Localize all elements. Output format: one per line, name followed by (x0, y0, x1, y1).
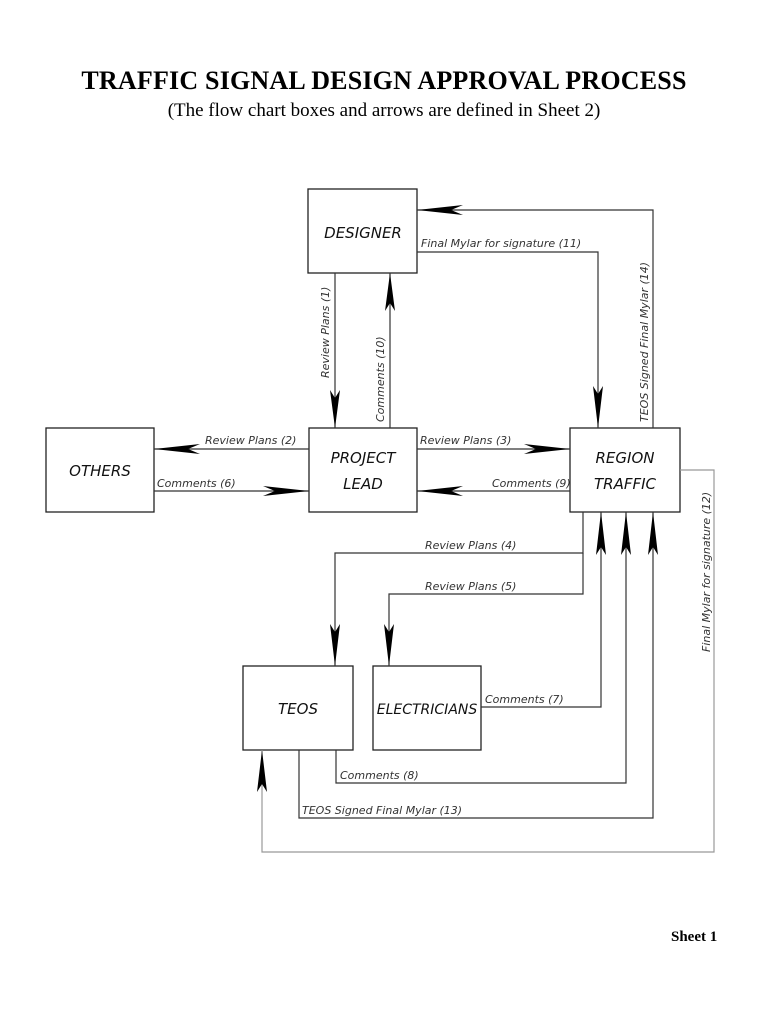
node-label-line1: REGION (596, 449, 655, 467)
edge-review-plans-3: Review Plans (3) (417, 434, 570, 454)
edge-label: Comments (9) (492, 477, 571, 490)
edge-comments-10: Comments (10) (374, 273, 395, 428)
edge-final-mylar-11: Final Mylar for signature (11) (417, 237, 603, 428)
page-subtitle: (The flow chart boxes and arrows are def… (167, 100, 601, 121)
edge-label: Review Plans (3) (420, 434, 511, 447)
edge-review-plans-5: Review Plans (5) (384, 553, 584, 666)
node-region-traffic: REGION TRAFFIC (569, 427, 681, 513)
edge-label: Final Mylar for signature (12) (700, 492, 713, 652)
node-label-line1: PROJECT (331, 449, 398, 467)
node-label: OTHERS (69, 462, 131, 480)
edge-review-plans-4: Review Plans (4) (330, 512, 584, 666)
edge-label: Review Plans (5) (425, 580, 516, 593)
node-teos: TEOS (242, 665, 354, 751)
node-project-lead: PROJECT LEAD (308, 427, 418, 513)
edge-label: Comments (6) (157, 477, 236, 490)
edge-comments-6: Comments (6) (154, 477, 309, 496)
edge-review-plans-1: Review Plans (1) (319, 273, 340, 428)
edge-label: Review Plans (4) (425, 539, 516, 552)
node-label: TEOS (278, 700, 318, 718)
edge-label: Review Plans (1) (319, 287, 332, 378)
sheet-number: Sheet 1 (671, 929, 718, 945)
edge-label: TEOS Signed Final Mylar (14) (638, 262, 651, 422)
edge-comments-9: Comments (9) (417, 477, 571, 496)
edge-label: Comments (8) (340, 769, 419, 782)
edge-label: Comments (7) (485, 693, 564, 706)
edge-comments-7: Comments (7) (481, 512, 606, 708)
node-label-line2: LEAD (343, 475, 383, 493)
node-designer: DESIGNER (307, 188, 418, 274)
node-electricians: ELECTRICIANS (372, 665, 482, 751)
node-others: OTHERS (45, 427, 155, 513)
edge-label: TEOS Signed Final Mylar (13) (302, 804, 462, 817)
edge-teos-signed-14: TEOS Signed Final Mylar (14) (417, 205, 654, 428)
edge-label: Review Plans (2) (205, 434, 296, 447)
edge-comments-8: Comments (8) (335, 512, 631, 784)
edge-label: Final Mylar for signature (11) (421, 237, 581, 250)
node-label: DESIGNER (324, 224, 402, 242)
node-label-line2: TRAFFIC (594, 475, 657, 493)
edge-teos-signed-13: TEOS Signed Final Mylar (13) (298, 512, 658, 819)
edge-label: Comments (10) (374, 336, 387, 422)
page-title: TRAFFIC SIGNAL DESIGN APPROVAL PROCESS (81, 66, 687, 95)
edge-final-mylar-12: Final Mylar for signature (12) (257, 469, 715, 853)
node-label: ELECTRICIANS (377, 702, 478, 718)
edge-review-plans-2: Review Plans (2) (154, 434, 309, 454)
